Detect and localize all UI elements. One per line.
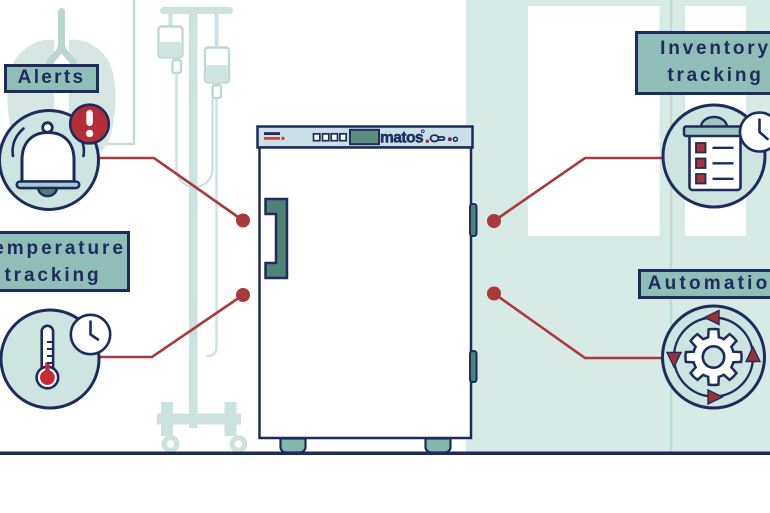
- svg-text:matos: matos: [380, 130, 423, 147]
